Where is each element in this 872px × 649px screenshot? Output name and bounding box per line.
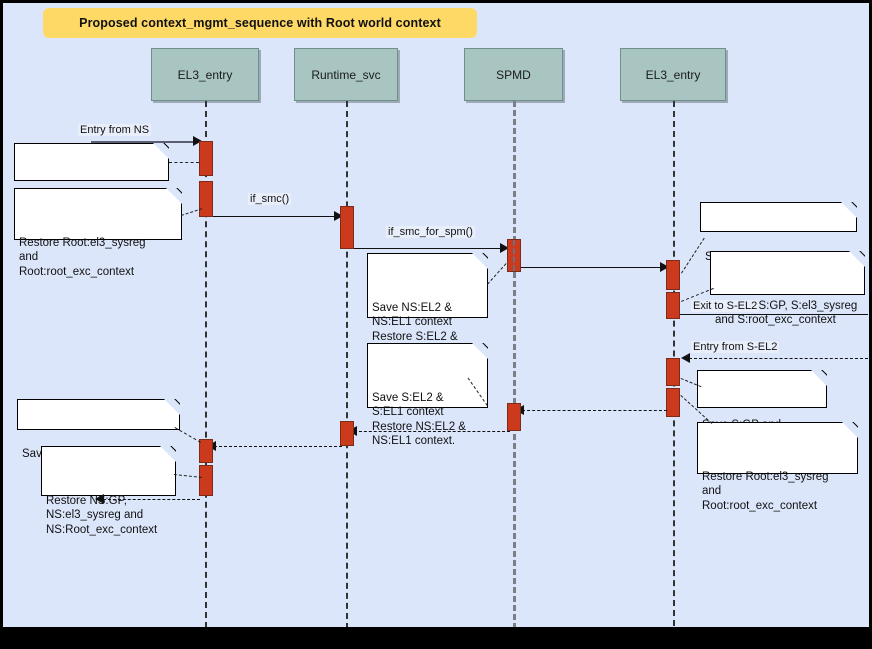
message-line-if-smc <box>213 216 338 217</box>
note-connector-save-ns-el2 <box>487 263 507 285</box>
activation-el3-left-1 <box>199 141 213 176</box>
participant-label: SPMD <box>496 67 531 82</box>
note-restore-ns-gp: Restore NS:GP, NS:el3_sysreg and NS:Root… <box>41 446 176 536</box>
message-label-if-smc: if_smc() <box>248 193 292 205</box>
note-connector-save-ns-gp <box>169 162 199 163</box>
activation-spmd-2 <box>507 403 521 431</box>
note-fold-icon <box>811 370 827 386</box>
note-fold-icon <box>849 251 865 267</box>
note-save-ns-el2-restore-s-el2: Save NS:EL2 & NS:EL1 context Restore S:E… <box>367 253 488 357</box>
message-line-el3-right-to-spmd <box>522 410 667 411</box>
note-fold-icon <box>166 188 182 204</box>
message-line-entry-from-ns <box>91 141 196 143</box>
note-save-root-exc-context-right: Save Root:root_exc_context <box>700 202 857 263</box>
message-arrow-entry-from-s-el2 <box>681 353 690 363</box>
note-fold-icon <box>842 422 858 438</box>
lifeline-spmd <box>513 101 516 627</box>
note-save-ns-gp: Save NS:GP and NS:Root_exc_context <box>14 143 169 218</box>
participant-el3-entry-left[interactable]: EL3_entry <box>151 48 259 101</box>
note-save-s-el2-restore-ns-el2: Save S:EL2 & S:EL1 context Restore NS:EL… <box>367 343 488 447</box>
note-restore-s-gp: Restore S:GP, S:el3_sysreg and S:root_ex… <box>710 251 865 326</box>
activation-el3-left-3 <box>199 439 213 463</box>
sequence-diagram-surface: Proposed context_mgmt_sequence with Root… <box>3 3 869 627</box>
note-fold-icon <box>160 446 176 462</box>
participant-label: EL3_entry <box>177 67 233 82</box>
message-label-entry-from-ns: Entry from NS <box>78 124 152 136</box>
participant-label: Runtime_svc <box>311 67 381 82</box>
message-arrow-entry-from-ns <box>193 136 202 146</box>
note-text: Restore Root:el3_sysreg and Root:root_ex… <box>702 470 829 512</box>
note-fold-icon <box>841 202 857 218</box>
message-line-exit-to-s-el2 <box>680 314 868 315</box>
activation-el3-left-4 <box>199 465 213 496</box>
message-line-entry-from-s-el2 <box>689 358 868 359</box>
note-connector-save-root-exc-right <box>681 237 705 274</box>
message-label-entry-from-s-el2: Entry from S-EL2 <box>691 341 780 353</box>
note-text: Restore Root:el3_sysreg and Root:root_ex… <box>19 236 146 278</box>
activation-el3-right-3 <box>666 358 680 386</box>
participant-runtime-svc[interactable]: Runtime_svc <box>294 48 398 101</box>
activation-el3-right-1 <box>666 260 680 290</box>
note-fold-icon <box>472 253 488 269</box>
note-fold-icon <box>153 143 169 159</box>
activation-spmd-1 <box>507 239 521 272</box>
activation-runtime-svc-2 <box>340 421 354 446</box>
note-connector-save-root-exc-left <box>174 427 201 443</box>
note-connector-restore-ns-gp <box>173 474 202 478</box>
note-restore-root-el3-sysreg-top: Restore Root:el3_sysreg and Root:root_ex… <box>14 188 182 278</box>
note-text: Save S:EL2 & S:EL1 context Restore NS:EL… <box>372 391 466 448</box>
note-save-s-gp: Save S:GP and S:root_exc_context <box>697 370 827 445</box>
message-arrow-if-smc-for-spm <box>500 243 509 253</box>
message-label-exit-to-s-el2: Exit to S-EL2 <box>691 300 760 312</box>
lifeline-runtime-svc <box>346 101 348 627</box>
note-fold-icon <box>472 343 488 359</box>
lifeline-el3-entry-left <box>205 101 207 627</box>
note-fold-icon <box>164 399 180 415</box>
note-restore-root-el3-sysreg-bottom: Restore Root:el3_sysreg and Root:root_ex… <box>697 422 858 512</box>
note-save-root-exc-context-left: Save Root:root_exc_context <box>17 399 180 460</box>
diagram-title-banner: Proposed context_mgmt_sequence with Root… <box>43 8 477 38</box>
message-arrow-el3-left-exit <box>95 494 104 504</box>
activation-el3-right-4 <box>666 388 680 417</box>
message-arrow-spmd-to-el3-right <box>660 262 669 272</box>
activation-el3-left-2 <box>199 181 213 217</box>
message-arrow-if-smc <box>334 211 343 221</box>
participant-spmd[interactable]: SPMD <box>464 48 563 101</box>
participant-label: EL3_entry <box>645 67 701 82</box>
message-line-el3-left-exit <box>103 499 200 500</box>
participant-el3-entry-right[interactable]: EL3_entry <box>620 48 726 101</box>
message-line-runtime-svc-to-el3-left <box>214 446 342 447</box>
message-line-if-smc-for-spm <box>354 248 504 249</box>
message-label-if-smc-for-spm: if_smc_for_spm() <box>386 226 475 238</box>
activation-el3-right-2 <box>666 292 680 319</box>
activation-runtime-svc-1 <box>340 206 354 249</box>
message-line-spmd-to-runtime-svc <box>354 431 510 432</box>
message-line-spmd-to-el3-right <box>521 267 664 268</box>
